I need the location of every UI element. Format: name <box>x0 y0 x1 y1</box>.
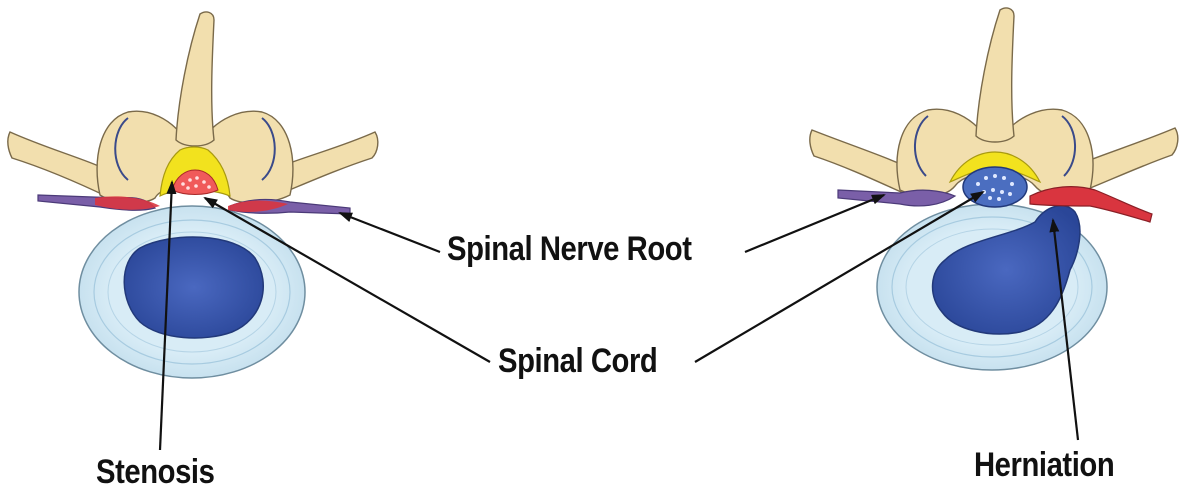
arrow-nerve-root-left <box>340 213 440 252</box>
herniation-label: Herniation <box>974 448 1114 482</box>
arrow-nerve-root-right <box>745 195 884 252</box>
stenosis-vertebra <box>8 12 378 378</box>
spinal-nerve-root-label: Spinal Nerve Root <box>447 232 692 266</box>
stenosis-label: Stenosis <box>96 455 214 489</box>
herniation-spinal-cord <box>963 167 1027 207</box>
stenosis-spinous-process <box>176 12 214 146</box>
spinal-cord-label: Spinal Cord <box>498 344 657 378</box>
herniation-spinous-process <box>976 8 1014 142</box>
herniation-vertebra <box>810 8 1178 370</box>
stenosis-disc-nucleus <box>124 237 263 338</box>
herniation-nerve-root-left <box>838 190 955 206</box>
